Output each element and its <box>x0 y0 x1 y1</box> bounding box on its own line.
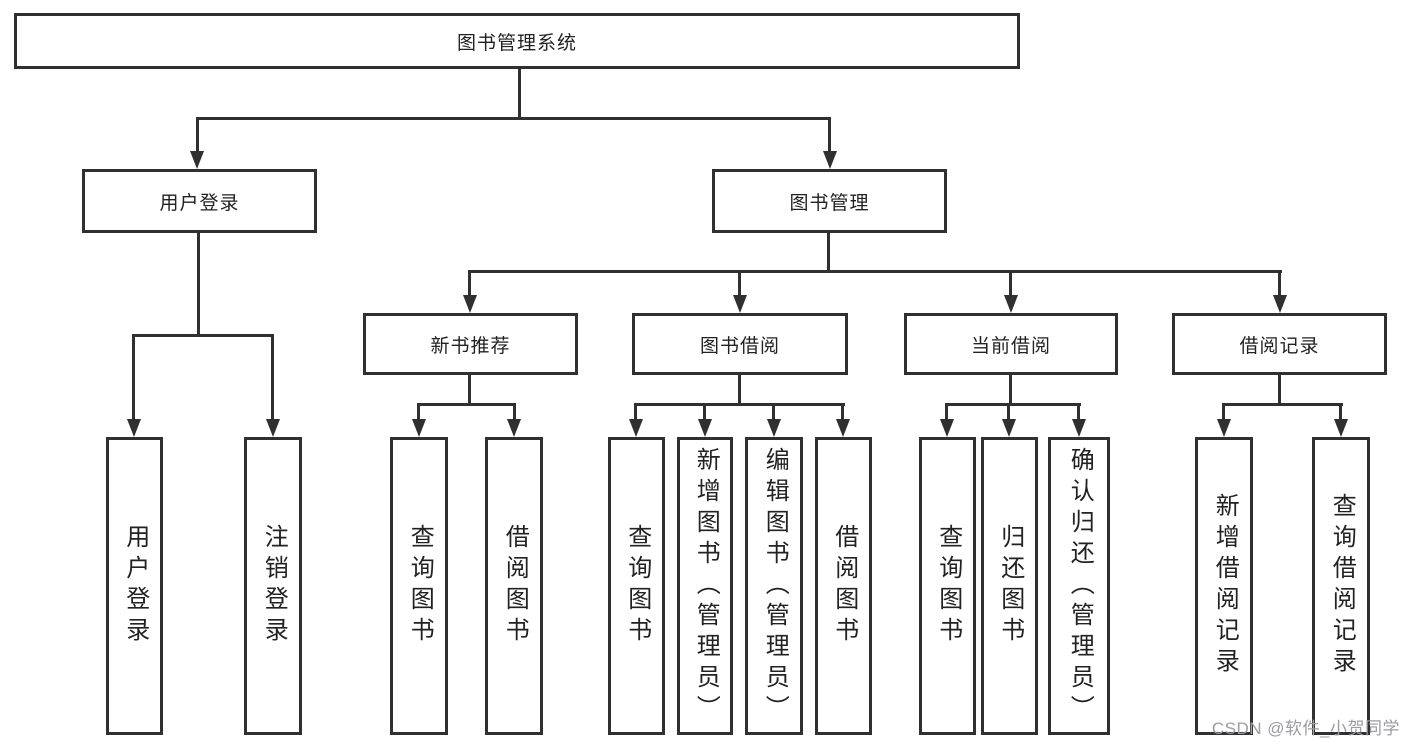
connector-line <box>945 403 948 422</box>
arrowhead-icon <box>733 295 747 313</box>
connector-line <box>738 270 741 297</box>
connector-line <box>634 403 845 406</box>
arrowhead-icon <box>266 419 280 437</box>
connector-line <box>197 233 200 337</box>
connector-line <box>1009 270 1012 297</box>
leaf-query-books-current: 查询图书 <box>919 437 976 735</box>
arrowhead-icon <box>1004 295 1018 313</box>
leaf-label: 归还图书 <box>996 524 1024 648</box>
connector-line <box>1077 403 1080 422</box>
connector-line <box>738 375 741 405</box>
leaf-borrow-books-recommend: 借阅图书 <box>485 437 543 735</box>
arrowhead-icon <box>1273 295 1287 313</box>
connector-line <box>945 403 1081 406</box>
connector-line <box>828 117 831 155</box>
connector-line <box>1278 270 1281 297</box>
leaf-label: 查询借阅记录 <box>1328 493 1356 679</box>
leaf-query-books-borrow: 查询图书 <box>608 437 665 735</box>
node-current-borrow: 当前借阅 <box>904 313 1118 375</box>
node-label: 图书管理系统 <box>456 32 577 54</box>
leaf-add-book-admin: 新增图书（管理员） <box>677 437 733 735</box>
connector-line <box>827 233 830 273</box>
connector-line <box>1278 375 1281 405</box>
connector-line <box>132 334 274 337</box>
arrowhead-icon <box>767 419 781 437</box>
connector-line <box>1339 403 1342 422</box>
arrowhead-icon <box>1072 419 1086 437</box>
arrowhead-icon <box>127 419 141 437</box>
connector-line <box>1222 403 1225 422</box>
connector-line <box>841 403 844 422</box>
connector-line <box>634 403 637 422</box>
connector-line <box>468 375 471 405</box>
leaf-label: 查询图书 <box>623 524 651 648</box>
connector-line <box>1007 403 1010 422</box>
node-borrow-records: 借阅记录 <box>1172 313 1387 375</box>
connector-line <box>468 270 471 297</box>
arrowhead-icon <box>1334 419 1348 437</box>
leaf-borrow-books: 借阅图书 <box>815 437 872 735</box>
leaf-label: 查询图书 <box>406 524 434 648</box>
arrowhead-icon <box>507 419 521 437</box>
connector-line <box>518 69 521 119</box>
arrowhead-icon <box>190 151 204 169</box>
connector-line <box>1009 375 1012 405</box>
leaf-logout: 注销登录 <box>244 437 302 735</box>
connector-line <box>417 403 516 406</box>
arrowhead-icon <box>1217 419 1231 437</box>
node-label: 图书管理 <box>789 192 870 214</box>
arrowhead-icon <box>463 295 477 313</box>
node-label: 借阅记录 <box>1239 335 1320 357</box>
leaf-label: 确认归还（管理员） <box>1066 446 1094 726</box>
arrowhead-icon <box>412 419 426 437</box>
leaf-query-borrow-record: 查询借阅记录 <box>1312 437 1370 735</box>
connector-line <box>196 117 199 155</box>
node-label: 当前借阅 <box>970 335 1051 357</box>
leaf-user-login: 用户登录 <box>106 437 163 735</box>
leaf-label: 新增图书（管理员） <box>692 446 720 726</box>
leaf-label: 查询图书 <box>934 524 962 648</box>
connector-line <box>703 403 706 422</box>
leaf-label: 注销登录 <box>260 524 288 648</box>
node-label: 用户登录 <box>159 192 240 214</box>
leaf-label: 新增借阅记录 <box>1211 493 1239 679</box>
node-user-login: 用户登录 <box>82 169 317 233</box>
leaf-return-book: 归还图书 <box>981 437 1038 735</box>
arrowhead-icon <box>836 419 850 437</box>
node-book-management: 图书管理 <box>712 169 947 233</box>
arrowhead-icon <box>629 419 643 437</box>
node-label: 图书借阅 <box>699 335 780 357</box>
node-label: 新书推荐 <box>430 335 511 357</box>
arrowhead-icon <box>698 419 712 437</box>
connector-line <box>513 403 516 422</box>
leaf-edit-book-admin: 编辑图书（管理员） <box>745 437 803 735</box>
leaf-label: 借阅图书 <box>830 524 858 648</box>
connector-line <box>1222 403 1343 406</box>
connector-line <box>772 403 775 422</box>
connector-line <box>417 403 420 422</box>
connector-line <box>196 117 831 120</box>
leaf-add-borrow-record: 新增借阅记录 <box>1195 437 1253 735</box>
leaf-label: 借阅图书 <box>501 524 529 648</box>
arrowhead-icon <box>940 419 954 437</box>
leaf-label: 用户登录 <box>121 524 149 648</box>
connector-line <box>468 270 1282 273</box>
node-new-book-recommend: 新书推荐 <box>363 313 578 375</box>
leaf-confirm-return-admin: 确认归还（管理员） <box>1048 437 1110 735</box>
arrowhead-icon <box>1002 419 1016 437</box>
connector-line <box>271 334 274 422</box>
connector-line <box>132 334 135 422</box>
leaf-query-books-recommend: 查询图书 <box>390 437 448 735</box>
csdn-watermark: CSDN @软件_小贺同学 <box>1211 719 1400 738</box>
node-root-library-system: 图书管理系统 <box>14 13 1020 69</box>
arrowhead-icon <box>823 151 837 169</box>
leaf-label: 编辑图书（管理员） <box>761 446 789 726</box>
node-book-borrow: 图书借阅 <box>632 313 848 375</box>
